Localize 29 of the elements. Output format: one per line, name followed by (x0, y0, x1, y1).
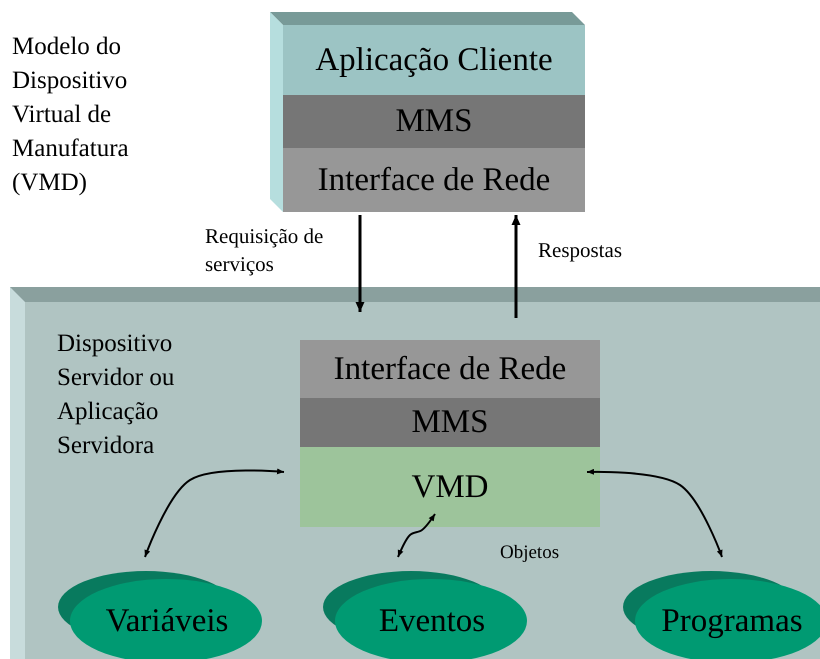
layer-label: Interface de Rede (334, 350, 566, 388)
note-text: Modelo do Dispositivo Virtual de Manufatura (VMD) (12, 32, 130, 198)
object-ellipse (623, 571, 820, 659)
protocol-layer (300, 447, 600, 527)
double-arrow (586, 468, 723, 558)
object-ellipse (323, 571, 527, 659)
layer-label: Aplicação Cliente (315, 42, 553, 78)
panel-heading: Dispositivo Servidor ou Aplicação Servidora (57, 329, 176, 461)
arrow (512, 215, 520, 318)
protocol-layer (300, 398, 600, 447)
protocol-layer (283, 95, 585, 148)
arrow (356, 215, 364, 312)
layer-label: Interface de Rede (318, 162, 550, 198)
note-text: Objetos (500, 541, 560, 565)
layer-label: VMD (411, 468, 488, 506)
edge-label: Respostas (538, 237, 623, 264)
double-arrow (397, 513, 436, 558)
server-panel (10, 287, 820, 659)
double-arrow (144, 468, 284, 558)
protocol-layer (283, 25, 585, 95)
object-label: Eventos (378, 602, 486, 640)
object-label: Variáveis (106, 602, 228, 640)
layer-label: MMS (395, 103, 473, 140)
object-label: Programas (661, 602, 803, 640)
layer-label: MMS (411, 404, 489, 441)
edge-label: Requisição de serviços (205, 223, 324, 278)
protocol-layer (300, 340, 600, 398)
object-ellipse (58, 571, 262, 659)
protocol-layer (283, 148, 585, 212)
